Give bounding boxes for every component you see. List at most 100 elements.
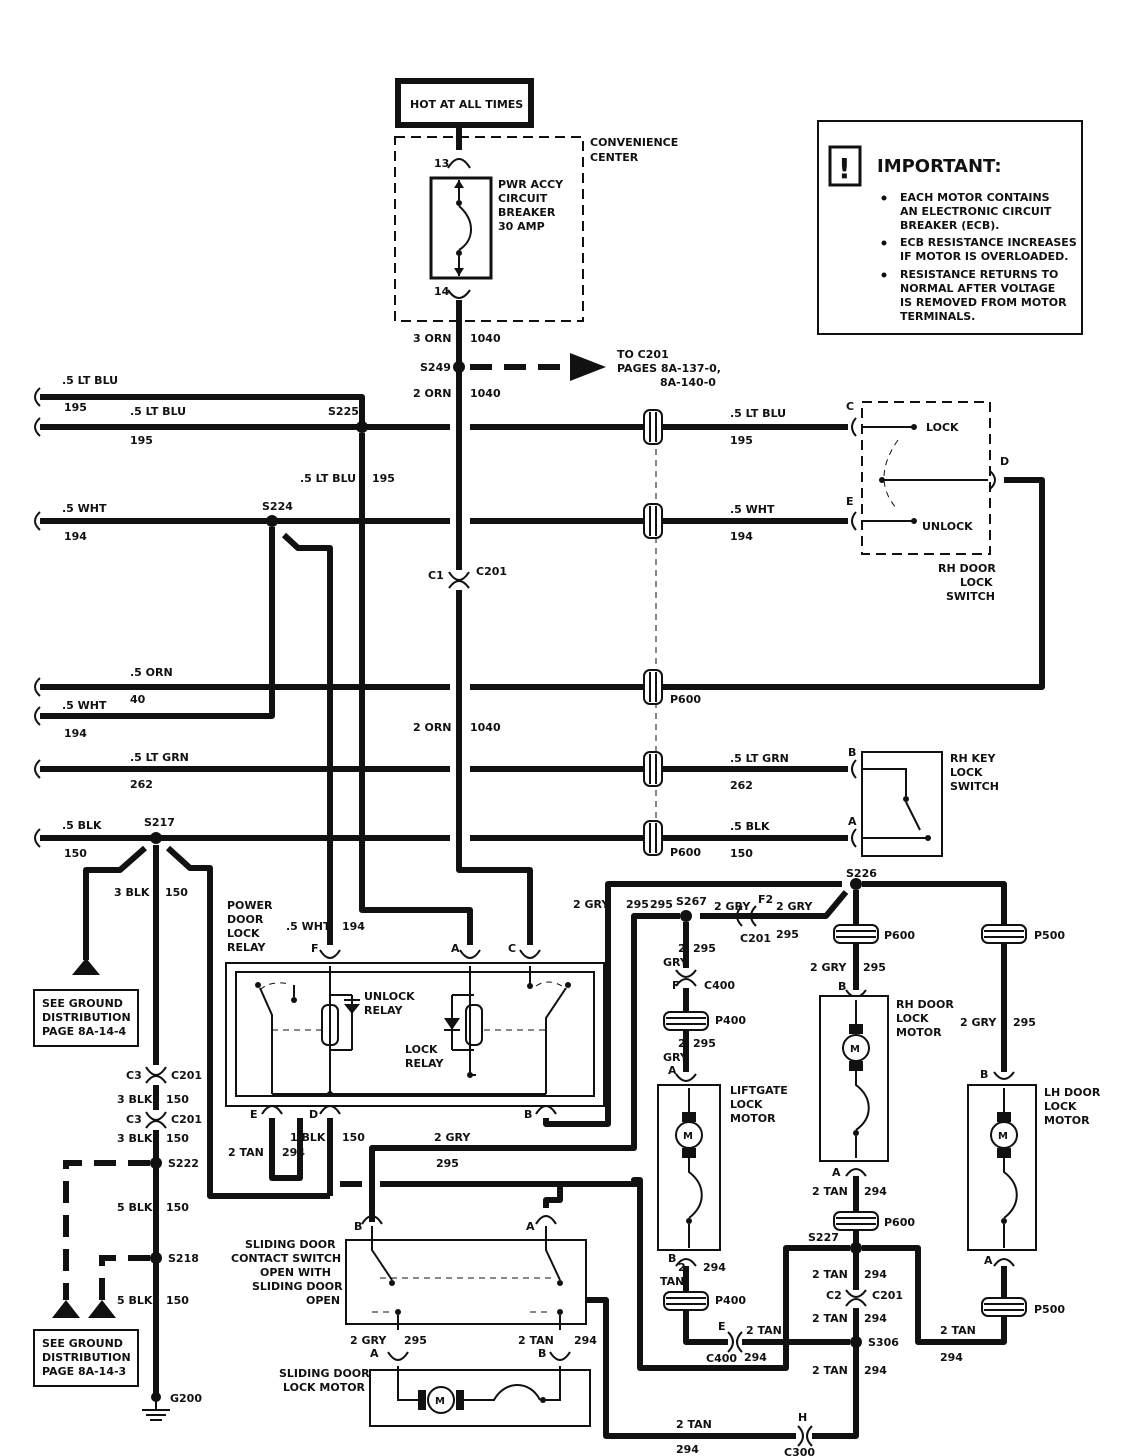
svg-text:IS REMOVED FROM MOTOR: IS REMOVED FROM MOTOR <box>900 296 1067 309</box>
svg-text:LOCK: LOCK <box>1044 1100 1077 1113</box>
svg-text:.5 LT GRN: .5 LT GRN <box>130 751 189 764</box>
svg-text:1040: 1040 <box>470 721 501 734</box>
svg-text:1040: 1040 <box>470 387 501 400</box>
svg-text:.5 WHT: .5 WHT <box>730 503 775 516</box>
bulkhead-connector <box>643 669 663 705</box>
svg-text:.5 LT BLU: .5 LT BLU <box>300 472 356 485</box>
svg-text:2 TAN: 2 TAN <box>746 1324 782 1337</box>
svg-text:B: B <box>980 1068 988 1081</box>
svg-text:2 TAN: 2 TAN <box>812 1312 848 1325</box>
svg-text:AN ELECTRONIC CIRCUIT: AN ELECTRONIC CIRCUIT <box>900 205 1052 218</box>
svg-text:E: E <box>846 495 854 508</box>
svg-text:UNLOCK: UNLOCK <box>922 520 973 533</box>
svg-text:C: C <box>508 942 516 955</box>
svg-text:.5 BLK: .5 BLK <box>730 820 770 833</box>
svg-text:P600: P600 <box>884 929 915 942</box>
svg-text:RH DOOR: RH DOOR <box>938 562 996 575</box>
svg-text:S226: S226 <box>846 867 877 880</box>
svg-text:8A-140-0: 8A-140-0 <box>660 376 716 389</box>
svg-text:150: 150 <box>165 886 188 899</box>
bulkhead-connector <box>643 751 663 787</box>
svg-text:C201: C201 <box>171 1113 202 1126</box>
svg-text:F: F <box>672 979 680 992</box>
svg-text:150: 150 <box>166 1132 189 1145</box>
svg-text:.5 LT BLU: .5 LT BLU <box>62 374 118 387</box>
svg-text:2: 2 <box>678 942 686 955</box>
svg-text:P500: P500 <box>1034 1303 1065 1316</box>
svg-text:PAGES 8A-137-0,: PAGES 8A-137-0, <box>617 362 721 375</box>
svg-text:ECB RESISTANCE INCREASES: ECB RESISTANCE INCREASES <box>900 236 1077 249</box>
svg-text:TERMINALS.: TERMINALS. <box>900 310 975 323</box>
blk-bus: .5 BLK 150 S217 3 BLK 150 <box>34 816 650 1199</box>
rh-key-lock-switch: B A RH KEY LOCK SWITCH <box>848 746 999 857</box>
svg-text:S225: S225 <box>328 405 359 418</box>
svg-text:SEE GROUND: SEE GROUND <box>42 1337 123 1350</box>
relay-output-wires: 2 TAN 294 1 BLK 150 2 GRY 295 2 GRY 295 <box>228 881 842 1371</box>
svg-text:2 TAN: 2 TAN <box>940 1324 976 1337</box>
svg-text:D: D <box>1000 455 1009 468</box>
hot-at-all-times-label: HOT AT ALL TIMES <box>395 78 534 128</box>
svg-text:PWR ACCY: PWR ACCY <box>498 178 564 191</box>
svg-text:2 TAN: 2 TAN <box>812 1185 848 1198</box>
svg-text:294: 294 <box>282 1146 305 1159</box>
svg-text:2: 2 <box>678 1261 686 1274</box>
svg-text:LOCK: LOCK <box>227 927 260 940</box>
svg-text:295: 295 <box>776 928 799 941</box>
svg-text:294: 294 <box>744 1351 767 1364</box>
svg-text:C3: C3 <box>126 1113 142 1126</box>
svg-text:HOT AT ALL TIMES: HOT AT ALL TIMES <box>410 98 523 111</box>
svg-text:30 AMP: 30 AMP <box>498 220 545 233</box>
svg-text:295: 295 <box>404 1334 427 1347</box>
wht-bus: .5 WHT 194 S224 .5 WHT 194 <box>34 500 650 945</box>
svg-text:294: 294 <box>864 1312 887 1325</box>
svg-text:195: 195 <box>130 434 153 447</box>
svg-text:150: 150 <box>730 847 753 860</box>
lh-door-lock-motor: B M LH DOOR LOCK MOTOR A P500 <box>967 1068 1101 1317</box>
svg-text:S222: S222 <box>168 1157 199 1170</box>
svg-text:F2: F2 <box>758 893 773 906</box>
lt-grn-bus: .5 LT GRN 262 <box>34 751 650 791</box>
svg-text:13: 13 <box>434 157 449 170</box>
orn-40-bus: .5 ORN 40 .5 WHT 194 <box>34 666 650 740</box>
svg-text:.5 LT BLU: .5 LT BLU <box>730 407 786 420</box>
rh-door-lock-motor: B M RH DOOR LOCK MOTOR A 2 TAN 294 P600 … <box>783 980 1007 1439</box>
svg-text:2 GRY: 2 GRY <box>434 1131 471 1144</box>
svg-text:M: M <box>850 1044 860 1055</box>
svg-text:2 TAN: 2 TAN <box>518 1334 554 1347</box>
svg-text:.5 ORN: .5 ORN <box>130 666 173 679</box>
svg-text:295: 295 <box>863 961 886 974</box>
svg-text:.5 WHT: .5 WHT <box>62 502 107 515</box>
svg-text:40: 40 <box>130 693 146 706</box>
svg-text:295: 295 <box>650 898 673 911</box>
svg-text:F: F <box>311 942 319 955</box>
svg-text:A: A <box>984 1254 993 1267</box>
pwr-accy-circuit-breaker: 13 14 PWR ACCY CIRCUIT BREAKER 30 AMP <box>429 125 564 299</box>
sliding-door-lock-motor: SLIDING DOOR LOCK MOTOR M <box>279 1366 591 1427</box>
svg-text:295: 295 <box>693 942 716 955</box>
svg-text:3 BLK: 3 BLK <box>117 1093 153 1106</box>
svg-text:195: 195 <box>64 401 87 414</box>
svg-text:2 TAN: 2 TAN <box>676 1418 712 1431</box>
bulkhead-connector <box>643 503 663 539</box>
svg-text:3 ORN: 3 ORN <box>413 332 452 345</box>
svg-text:DISTRIBUTION: DISTRIBUTION <box>42 1011 131 1024</box>
svg-text:295: 295 <box>436 1157 459 1170</box>
svg-text:294: 294 <box>703 1261 726 1274</box>
svg-text:2 ORN: 2 ORN <box>413 387 452 400</box>
svg-text:EACH MOTOR CONTAINS: EACH MOTOR CONTAINS <box>900 191 1050 204</box>
svg-text:C201: C201 <box>872 1289 903 1302</box>
svg-text:P600: P600 <box>670 846 701 859</box>
svg-text:P400: P400 <box>715 1014 746 1027</box>
svg-text:3 BLK: 3 BLK <box>114 886 150 899</box>
lt-blu-bus: .5 LT BLU 195 .5 LT BLU 195 S225 .5 LT B… <box>34 374 650 945</box>
svg-text:P600: P600 <box>884 1216 915 1229</box>
svg-text:2 GRY: 2 GRY <box>776 900 813 913</box>
svg-text:150: 150 <box>166 1201 189 1214</box>
svg-text:2 GRY: 2 GRY <box>350 1334 387 1347</box>
svg-text:BREAKER (ECB).: BREAKER (ECB). <box>900 219 999 232</box>
svg-text:M: M <box>998 1131 1008 1142</box>
svg-text:H: H <box>798 1411 807 1424</box>
svg-text:C400: C400 <box>704 979 735 992</box>
svg-text:P400: P400 <box>715 1294 746 1307</box>
svg-text:295: 295 <box>693 1037 716 1050</box>
